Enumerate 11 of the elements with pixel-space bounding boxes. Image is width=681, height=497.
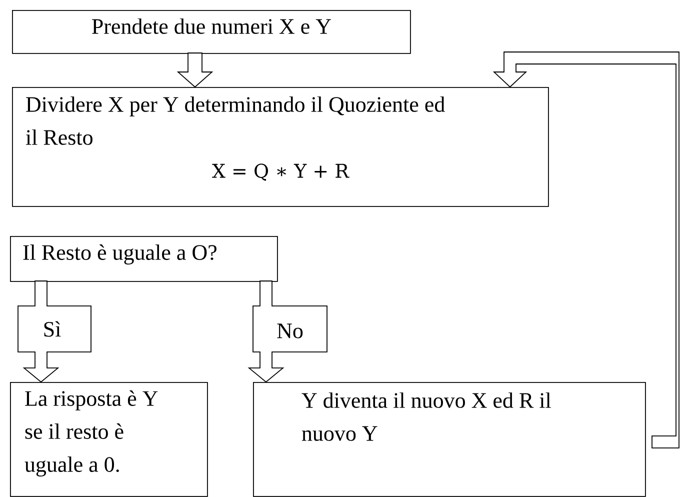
- process-box: Y diventa il nuovo X ed R il nuovo Y: [253, 382, 646, 497]
- block-arrow: [492, 52, 680, 448]
- edge-label: Sì: [44, 321, 61, 337]
- decision-box: Il Resto è uguale a O?: [10, 236, 278, 282]
- process-box: Dividere X per Y determinando il Quoziente ed il Resto X = Q ∗ Y + R: [12, 87, 549, 207]
- block-arrow: [18, 280, 92, 383]
- block-arrow: [248, 280, 328, 383]
- block-arrow: [176, 52, 214, 88]
- process-box: Prendete due numeri X e Y: [12, 10, 411, 54]
- edge-label: No: [277, 324, 303, 338]
- result-box: La risposta è Y se il resto è uguale a 0.: [10, 382, 208, 497]
